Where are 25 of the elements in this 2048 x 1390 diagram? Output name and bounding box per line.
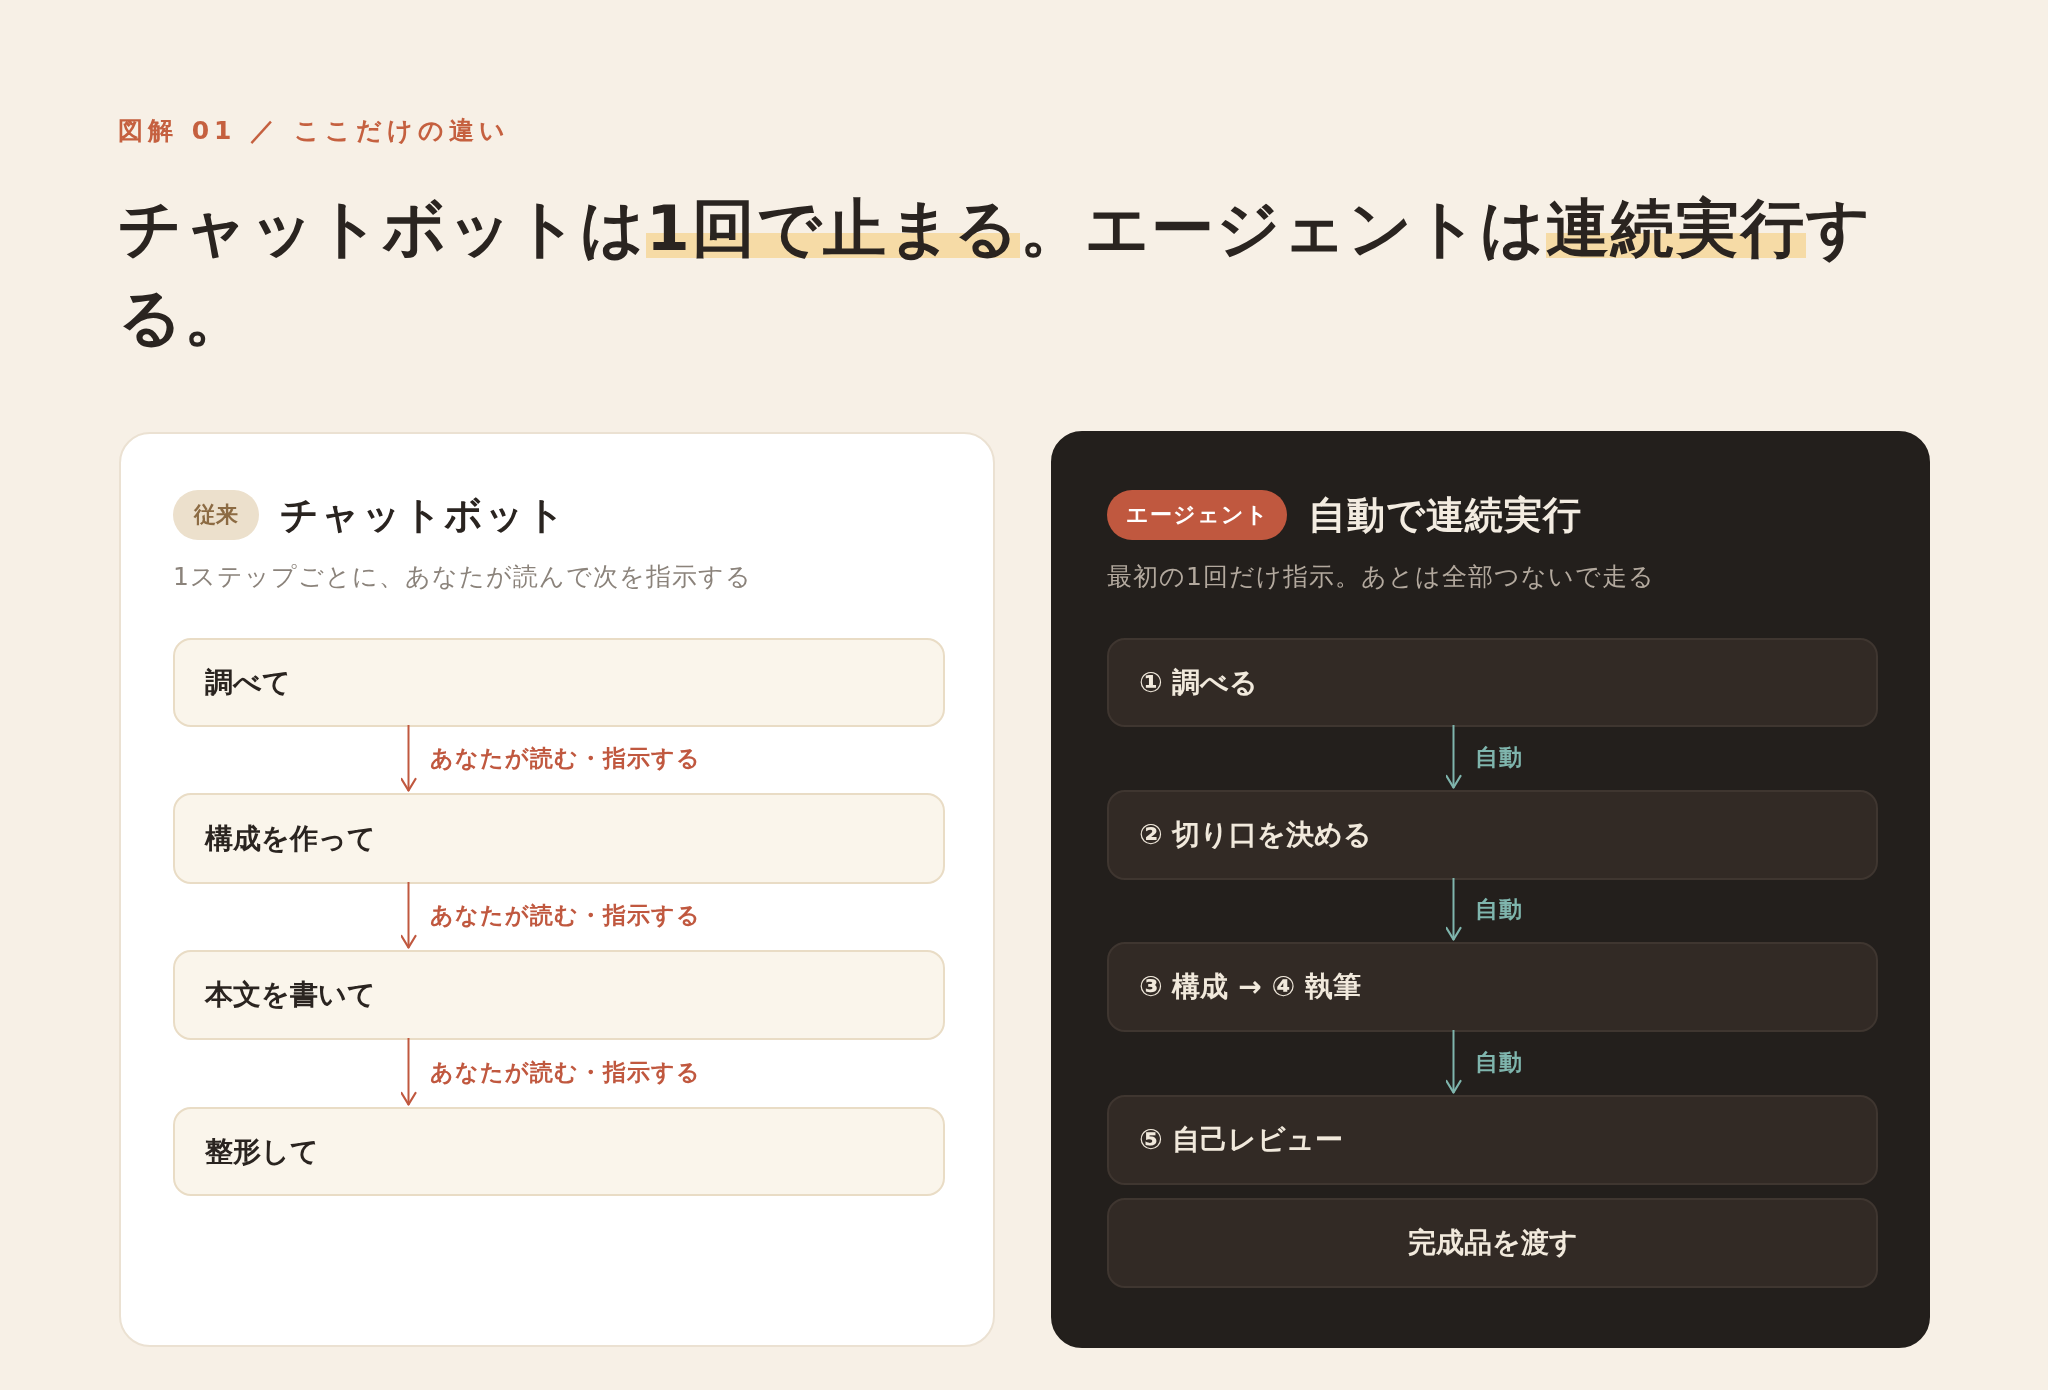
card-subtitle: 最初の1回だけ指示。あとは全部つないで走る bbox=[1107, 561, 1655, 593]
card-subtitle: 1ステップごとに、あなたが読んで次を指示する bbox=[173, 561, 752, 593]
arrow bbox=[1445, 1029, 1462, 1094]
arrow bbox=[400, 881, 417, 949]
card bbox=[1051, 431, 1930, 1348]
title: チャットボットは1回で止まる。エージェントは連続実行する。 bbox=[118, 191, 1873, 356]
step-box: 構成を作って bbox=[173, 793, 945, 884]
step-box: 調べて bbox=[173, 638, 945, 727]
card-heading: チャットボット bbox=[280, 492, 567, 538]
arrow bbox=[400, 724, 417, 792]
arrow bbox=[400, 1037, 417, 1106]
arrow bbox=[1445, 877, 1462, 941]
card-heading: 自動で連続実行 bbox=[1308, 492, 1582, 538]
step-box: ⑤ 自己レビュー bbox=[1107, 1095, 1878, 1185]
step-box: ③ 構成 → ④ 執筆 bbox=[1107, 942, 1878, 1032]
tag-badge: 従来 bbox=[173, 490, 259, 540]
step-box: ① 調べる bbox=[1107, 638, 1878, 727]
step-box: 本文を書いて bbox=[173, 950, 945, 1040]
kicker-label: 図解 01 ／ ここだけの違い bbox=[118, 115, 510, 147]
tag-badge: エージェント bbox=[1107, 490, 1287, 540]
step-box: 整形して bbox=[173, 1107, 945, 1196]
result-box: 完成品を渡す bbox=[1107, 1198, 1878, 1288]
arrow bbox=[1445, 724, 1462, 789]
card bbox=[119, 432, 995, 1347]
step-box: ② 切り口を決める bbox=[1107, 790, 1878, 880]
